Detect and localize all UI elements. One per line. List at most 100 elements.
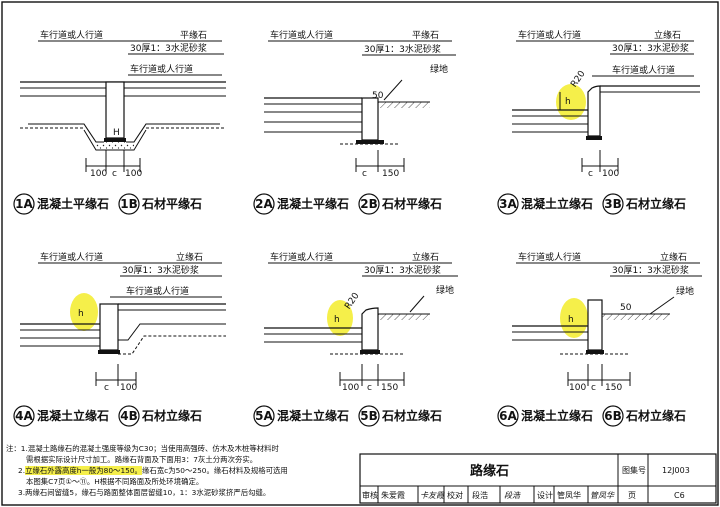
dim-100: 100 — [120, 383, 137, 393]
mortar-label: 30厚1：3水泥砂浆 — [364, 264, 441, 276]
mortar-label: 30厚1：3水泥砂浆 — [612, 42, 689, 54]
caption-0-b-text: 石材平缘石 — [141, 196, 202, 211]
road-label-side: 车行道或人行道 — [126, 285, 189, 297]
caption-0-b-id: 1B — [120, 197, 138, 211]
stone-label: 平缘石 — [180, 29, 207, 41]
panel-5: 车行道或人行道 立缘石 30厚1：3水泥砂浆 绿地 R20 h 100 c 15… — [264, 251, 458, 393]
curb-stone — [587, 85, 601, 137]
dim-c: c — [112, 169, 117, 179]
highlight-marker — [556, 84, 586, 120]
caption-4-b-id: 5B — [360, 409, 378, 423]
mortar-label: 30厚1：3水泥砂浆 — [122, 264, 199, 276]
note-3: 3.两缘石间留缝5，缘石与路面整体面层留缝10，1：3水泥砂浆挤严后勾缝。 — [18, 488, 271, 497]
caption-1-b-id: 2B — [360, 197, 378, 211]
road-label-top: 车行道或人行道 — [270, 29, 333, 41]
panel-1: 车行道或人行道 平缘石 30厚1：3水泥砂浆 车行道或人行道 H 100 c 1… — [20, 29, 226, 179]
caption-5-a-id-ring — [497, 405, 519, 427]
road-label-top: 车行道或人行道 — [518, 251, 581, 263]
reviewer-signature: 卡友霞 — [420, 491, 445, 500]
dim-c: c — [591, 383, 596, 393]
mortar-label: 30厚1：3水泥砂浆 — [612, 264, 689, 276]
caption-2-b-id: 3B — [604, 197, 622, 211]
dim-50: 50 — [372, 91, 384, 101]
dim-100a: 100 — [90, 169, 107, 179]
green-label: 绿地 — [436, 284, 454, 296]
note-2-num: 2. — [18, 466, 26, 475]
road-label-side: 车行道或人行道 — [130, 63, 193, 75]
note-2-rest: 缘石宽c为50～250。缘石材料及规格可选用 — [141, 466, 288, 475]
caption-4-a-text: 混凝土立缘石 — [277, 408, 349, 423]
curb-stone — [361, 307, 379, 351]
drawing-title: 路缘石 — [470, 463, 509, 479]
caption-5-b-id-ring — [602, 405, 624, 427]
caption-4-a-id: 5A — [255, 409, 273, 423]
note-2b: 本图集C7页①～⑪。H根据不同路面及所处环境确定。 — [26, 477, 204, 486]
caption-3-a-text: 混凝土立缘石 — [37, 408, 109, 423]
caption-2-b-text: 石材立缘石 — [625, 196, 686, 211]
caption-1-a-text: 混凝土平缘石 — [277, 196, 349, 211]
review-label: 审核 — [362, 490, 378, 500]
panel-3: 车行道或人行道 立缘石 30厚1：3水泥砂浆 车行道或人行道 R20 h c 1… — [512, 29, 700, 179]
dim-100: 100 — [602, 169, 619, 179]
caption-1-b-text: 石材平缘石 — [381, 196, 442, 211]
caption-0-a-id: 1A — [15, 197, 33, 211]
caption-5-a-id: 6A — [499, 409, 517, 423]
panel-4: 车行道或人行道 立缘石 30厚1：3水泥砂浆 车行道或人行道 h c 100 — [20, 251, 226, 393]
dim-150: 150 — [382, 169, 399, 179]
curb-stone — [361, 97, 379, 141]
caption-1-a-id: 2A — [255, 197, 273, 211]
notes: 注：1.混凝土路缘石的混凝土强度等级为C30；当使用高强砖、仿木及木桩等材料时 … — [6, 443, 356, 498]
stone-label: 立缘石 — [176, 251, 203, 263]
title-block: 路缘石 图集号 12J003 审核 朱爱霞 卡友霞 校对 段浩 段浩 设计 管凤… — [359, 453, 717, 504]
caption-3-a-id-ring — [13, 405, 35, 427]
road-label-top: 车行道或人行道 — [270, 251, 333, 263]
dim-100b: 100 — [125, 169, 142, 179]
h-mark: h — [568, 315, 574, 325]
dim-150: 150 — [605, 383, 622, 393]
road-label-side: 车行道或人行道 — [612, 64, 675, 76]
dim-150: 150 — [381, 383, 398, 393]
radius-r20: R20 — [569, 69, 588, 89]
caption-0-a-text: 混凝土平缘石 — [37, 196, 109, 211]
h-mark: h — [565, 97, 571, 107]
h-mark: h — [334, 315, 340, 325]
road-label-top: 车行道或人行道 — [40, 29, 103, 41]
check-label: 校对 — [447, 490, 463, 500]
mortar-label: 30厚1：3水泥砂浆 — [130, 42, 207, 54]
radius-r20: R20 — [343, 291, 362, 311]
dim-100: 100 — [569, 383, 586, 393]
dim-c: c — [588, 169, 593, 179]
page-label: 页 — [628, 491, 636, 500]
curb-stone — [587, 299, 603, 351]
h-mark: h — [78, 309, 84, 319]
designer-signature: 管凤华 — [590, 491, 615, 500]
atlas-label: 图集号 — [622, 465, 646, 475]
caption-4-b-id-ring — [358, 405, 380, 427]
stone-label: 立缘石 — [412, 251, 439, 263]
caption-3-b-id-ring — [118, 405, 140, 427]
caption-1-a-id-ring — [253, 193, 275, 215]
page-number: C6 — [674, 491, 685, 500]
caption-2-a-id-ring — [497, 193, 519, 215]
green-label: 绿地 — [676, 285, 694, 297]
note-1a: 1.混凝土路缘石的混凝土强度等级为C30；当使用高强砖、仿木及木桩等材料时 — [20, 444, 279, 453]
caption-2-a-text: 混凝土立缘石 — [521, 196, 593, 211]
atlas-number: 12J003 — [662, 466, 690, 475]
dim-100: 100 — [342, 383, 359, 393]
caption-4-a-id-ring — [253, 405, 275, 427]
caption-3-a-id: 4A — [15, 409, 33, 423]
reviewer-name: 朱爱霞 — [381, 490, 405, 500]
highlight-marker — [70, 293, 98, 331]
dim-mark: H — [113, 128, 120, 138]
caption-2-a-id: 3A — [499, 197, 517, 211]
curb-stone — [99, 303, 119, 351]
stone-label: 立缘石 — [660, 251, 687, 263]
designer-name: 管凤华 — [557, 490, 581, 500]
stone-label: 平缘石 — [412, 29, 439, 41]
stone-label: 立缘石 — [654, 29, 681, 41]
caption-5-a-text: 混凝土立缘石 — [521, 408, 593, 423]
checker-name: 段浩 — [472, 490, 488, 500]
caption-5-b-id: 6B — [604, 409, 622, 423]
